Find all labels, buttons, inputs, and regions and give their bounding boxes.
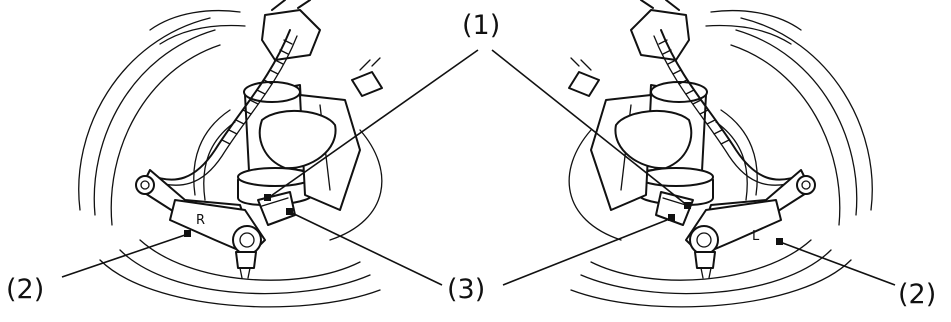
leader-1-left-marker (264, 194, 271, 201)
left-brake-hose (149, 29, 298, 186)
leader-2-right (779, 241, 896, 286)
callout-2-right: (2) (898, 279, 936, 310)
leader-2-left (61, 233, 189, 278)
right-brake-hose (653, 29, 802, 186)
leader-3-left-marker (286, 208, 293, 215)
leader-1-right (491, 49, 689, 207)
callout-3: (3) (447, 274, 485, 305)
leader-3-right (502, 217, 673, 286)
left-wheel-assembly: R (78, 0, 383, 308)
left-stamp-text: R (196, 213, 205, 228)
callout-1: (1) (462, 10, 500, 41)
leader-lines (61, 49, 896, 286)
leader-3-left (289, 211, 443, 286)
right-stamp-text: L (752, 229, 760, 244)
right-wheel-assembly (568, 0, 873, 308)
leader-2-right-marker (776, 238, 783, 245)
leader-1-left (267, 49, 479, 199)
leader-3-right-marker (668, 214, 675, 221)
leader-2-left-marker (184, 230, 191, 237)
leader-1-right-marker (684, 202, 691, 209)
callout-2-left: (2) (6, 274, 44, 305)
